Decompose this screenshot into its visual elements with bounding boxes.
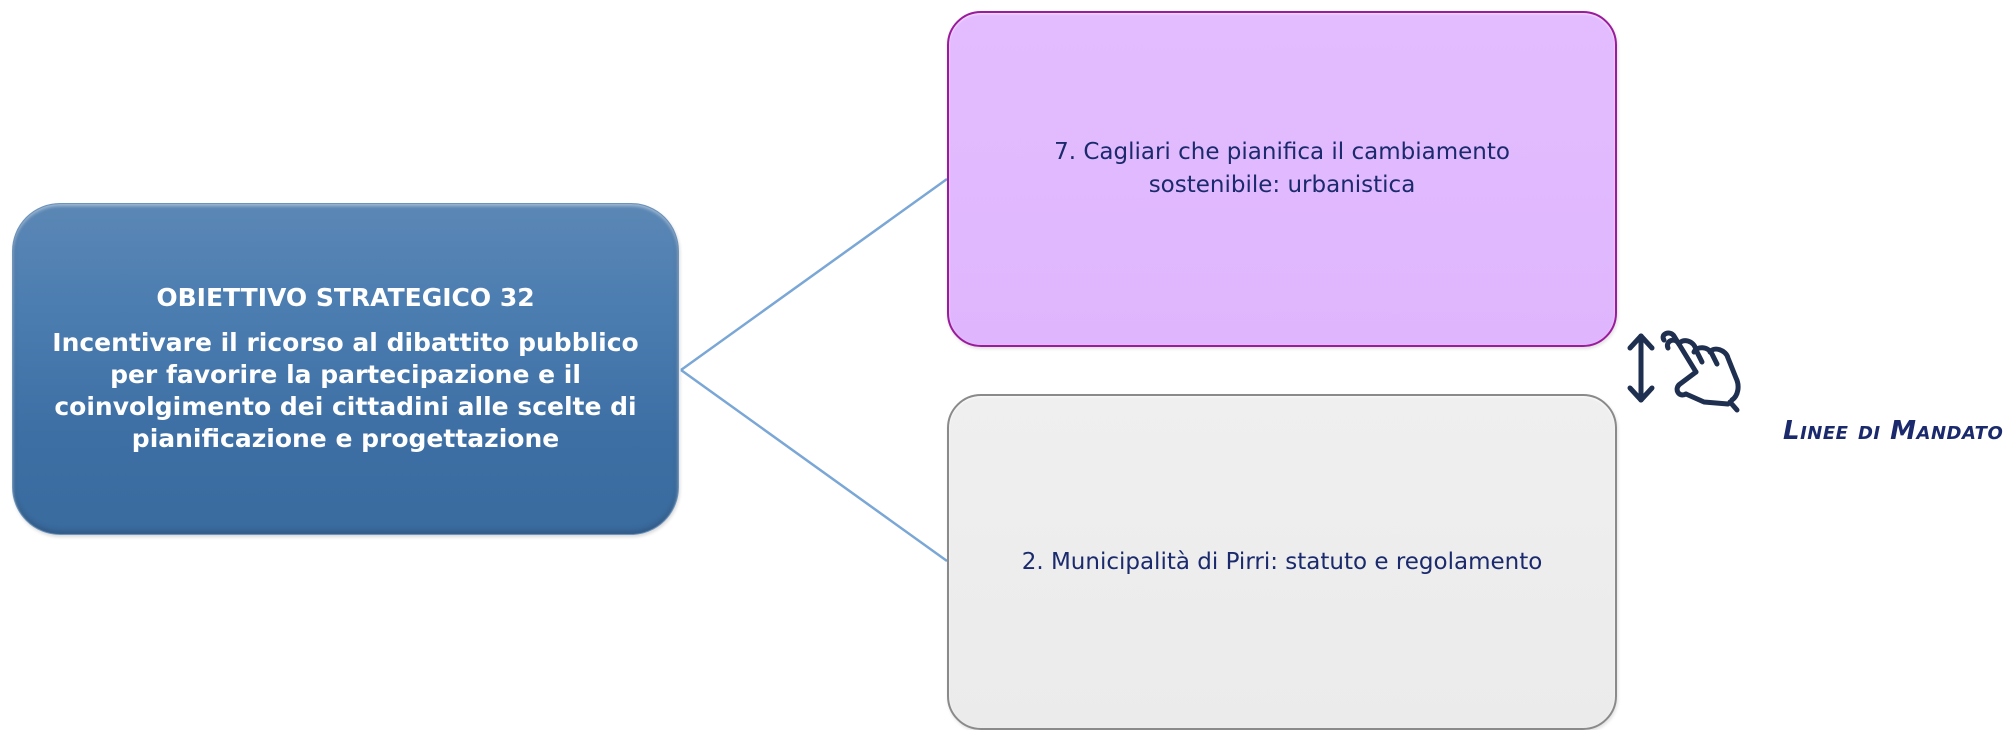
mandate-text: 7. Cagliari che pianifica il cambiamento… xyxy=(1054,139,1510,198)
strategic-objective-box: OBIETTIVO STRATEGICO 32 Incentivare il r… xyxy=(12,203,679,535)
mandate-box-urbanistica[interactable]: 7. Cagliari che pianifica il cambiamento… xyxy=(947,11,1617,347)
hand-scroll-icon xyxy=(1627,330,1741,413)
objective-title: OBIETTIVO STRATEGICO 32 xyxy=(156,283,535,312)
mandate-box-municipalita[interactable]: 2. Municipalità di Pirri: statuto e rego… xyxy=(947,394,1617,730)
connector-line-bottom xyxy=(680,368,948,563)
linee-di-mandato-label: Linee di Mandato xyxy=(1783,416,2004,446)
connector-line-top xyxy=(680,177,948,372)
mandate-text: 2. Municipalità di Pirri: statuto e rego… xyxy=(1021,548,1543,575)
objective-description: Incentivare il ricorso al dibattito pubb… xyxy=(52,328,639,453)
